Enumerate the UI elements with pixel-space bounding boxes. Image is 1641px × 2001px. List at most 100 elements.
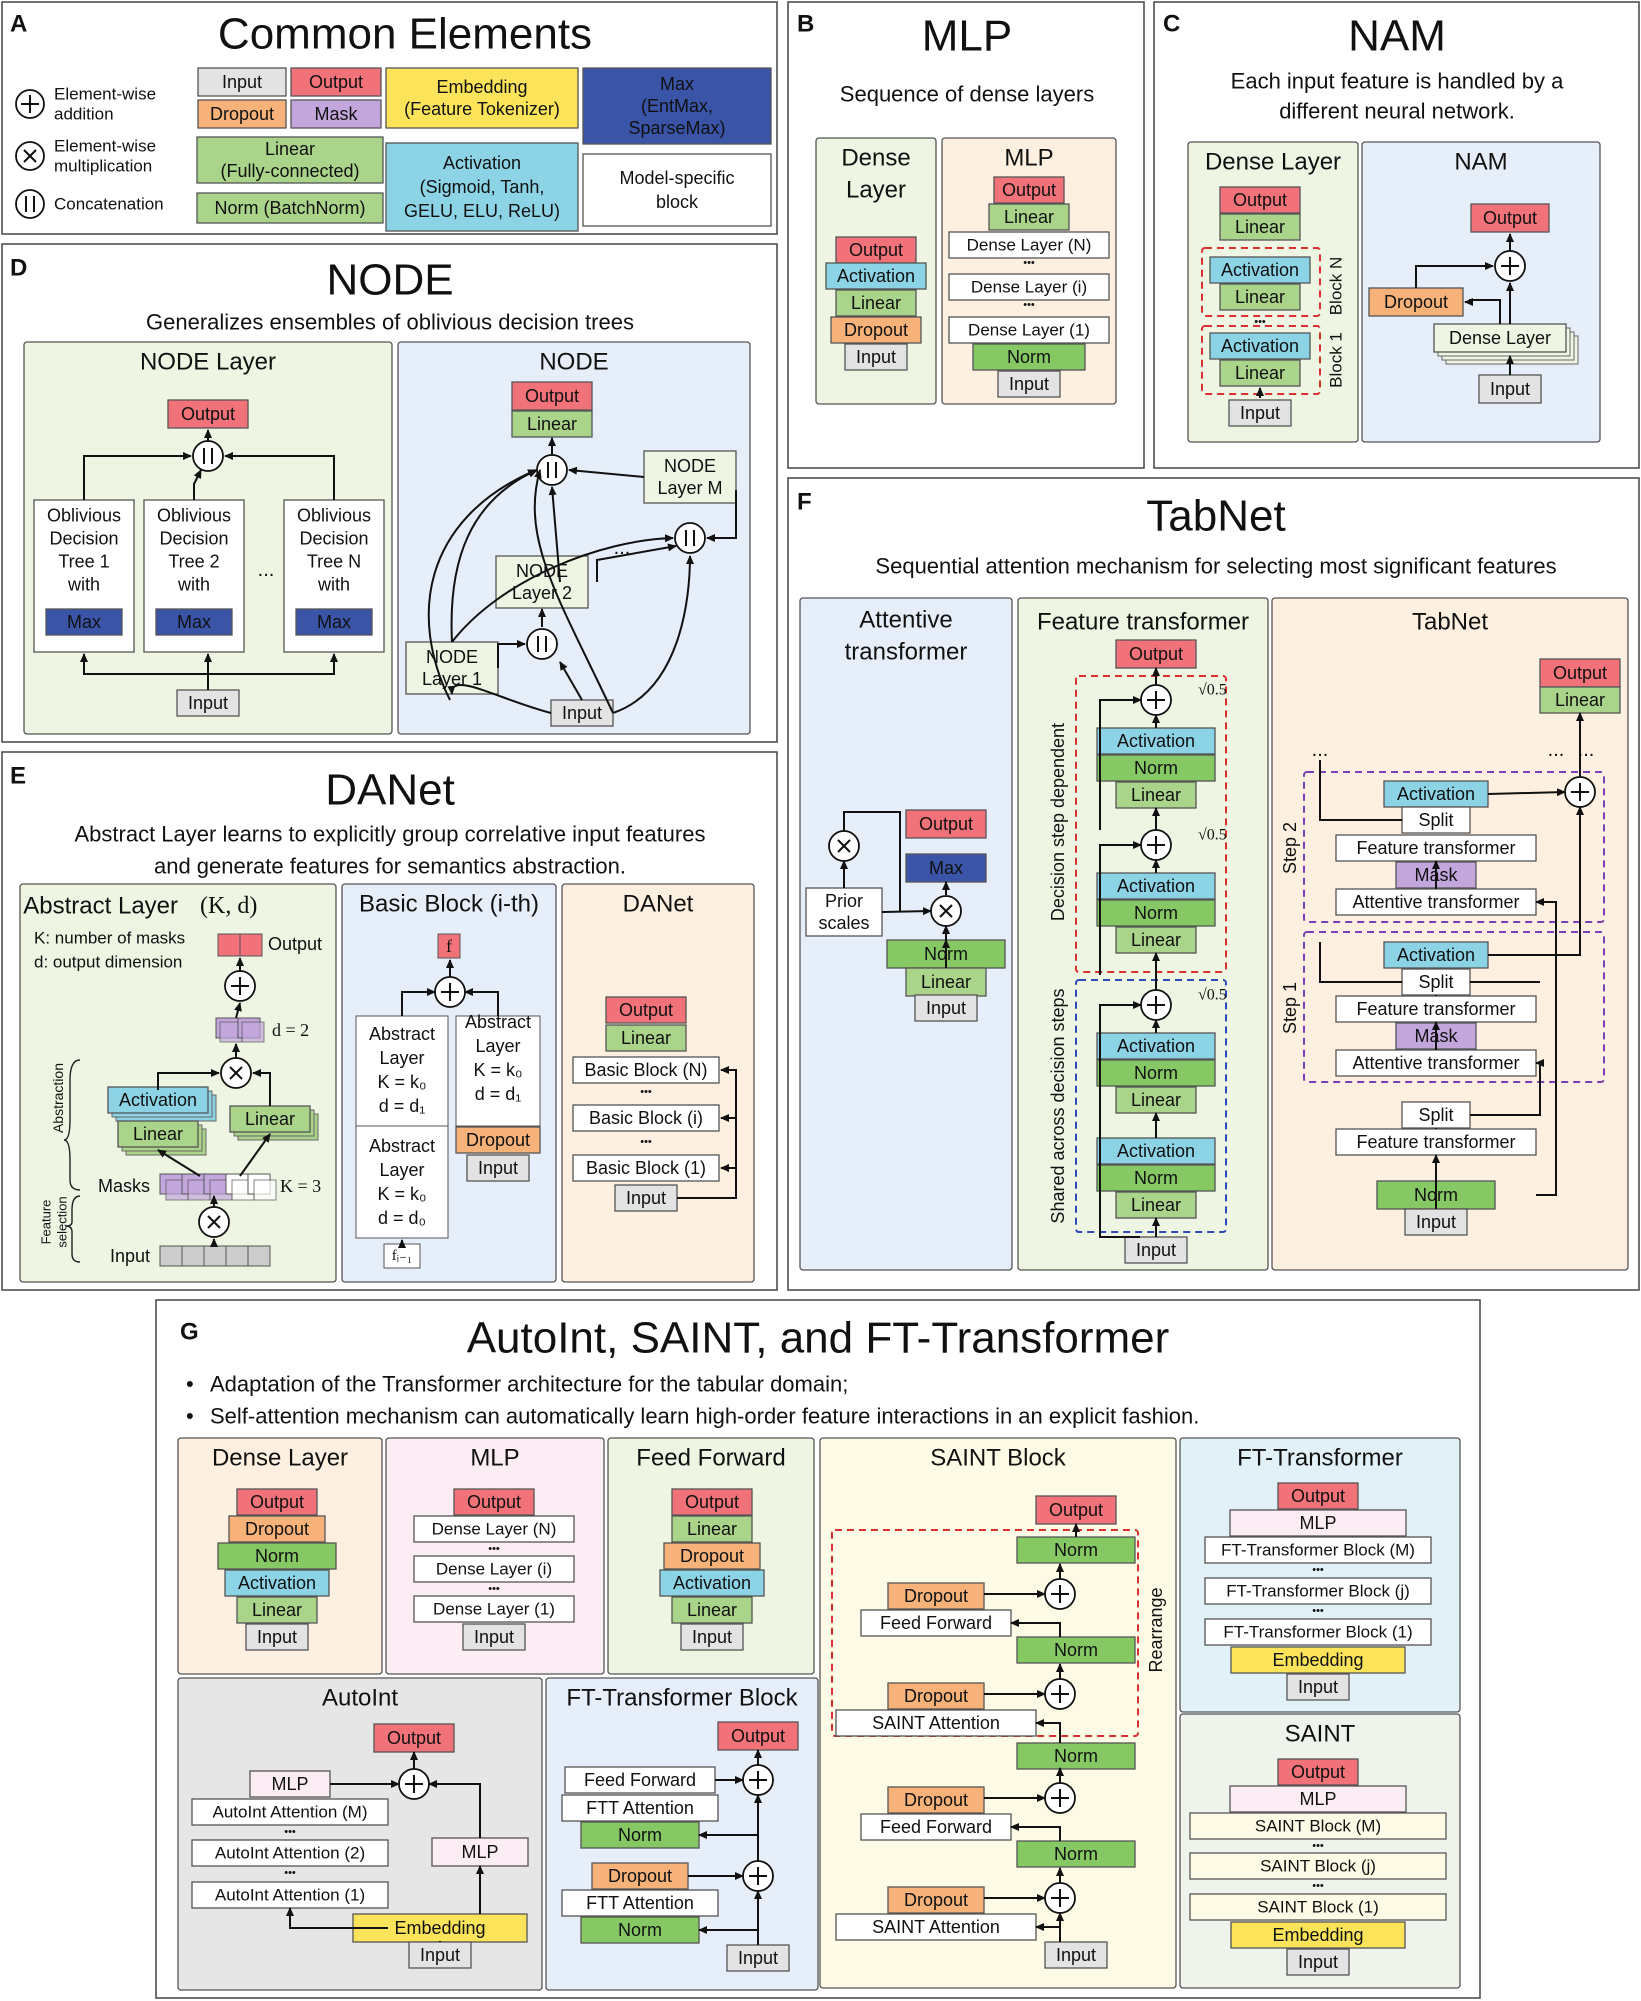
label-attentive-transformer: Attentive transformer (1352, 1053, 1519, 1073)
label-mlp: MLP (1299, 1513, 1336, 1533)
ellipsis: ••• (1312, 1880, 1324, 1892)
label-activation: Activation (1221, 336, 1299, 356)
activation-block (659, 1569, 765, 1597)
split-block (1401, 806, 1471, 834)
label-activation: Activation (1117, 876, 1195, 896)
label-danet: DANet (623, 891, 694, 918)
label-linear: Linear (252, 1600, 302, 1620)
label-decision: Decision (49, 529, 118, 549)
input-block (844, 343, 908, 371)
feed-forward-block (860, 1609, 1012, 1637)
label-dense-layer: Dense Layer (212, 1445, 348, 1472)
linear-fully-connected-block (196, 136, 384, 184)
basic-block-n-block (572, 1056, 720, 1084)
arrow (252, 1069, 271, 1106)
label-split: Split (1418, 810, 1453, 830)
linear-block (835, 289, 917, 317)
split-block (1401, 1101, 1471, 1129)
label-k-k: K = k₀ (378, 1072, 427, 1092)
label-output: Output (1291, 1762, 1345, 1782)
input-block (1044, 1941, 1108, 1969)
label-mlp: MLP (470, 1445, 519, 1472)
feature-transformer-block (1335, 995, 1537, 1023)
model-specific-block-block (582, 153, 772, 227)
output-block (671, 1488, 753, 1516)
label-dropout: Dropout (608, 1866, 672, 1886)
linear-block (1115, 926, 1197, 954)
label-block-1: Block 1 (1327, 332, 1346, 388)
label-fully-connected: (Fully-connected) (220, 161, 359, 181)
label-linear: Linear (133, 1124, 183, 1144)
arrow (451, 534, 674, 643)
label-activation: Activation (1117, 1036, 1195, 1056)
label-rearrange: Rearrange (1146, 1587, 1166, 1672)
dropout-block (887, 1886, 985, 1914)
arrow (1035, 1923, 1061, 1942)
activation-sigmoid-tanh-gelu-elu-relu-block (385, 142, 579, 232)
label-linear: Linear (245, 1109, 295, 1129)
label-norm: Norm (618, 1825, 662, 1845)
label-dense-layer-1: Dense Layer (1) (968, 321, 1090, 340)
output-block (1470, 203, 1550, 233)
panel-letter-g: G (180, 1319, 199, 1346)
arrow (568, 466, 645, 478)
dropout-block (887, 1786, 985, 1814)
autoint-attention-m-block (191, 1798, 389, 1826)
arrow (548, 486, 561, 583)
linear-block (988, 203, 1070, 231)
label-dense-layer: Dense Layer (1449, 328, 1551, 348)
arrow (427, 469, 537, 701)
label-input: Input (1009, 374, 1049, 394)
norm-block (1016, 1840, 1136, 1868)
op-concat-icon (192, 440, 224, 472)
label-d-d: d = d₀ (378, 1208, 426, 1228)
ellipsis: ... (1548, 739, 1565, 761)
op-concat-icon (526, 628, 558, 660)
op-concat-icon (536, 454, 568, 486)
max-block (905, 853, 987, 883)
label-k-k: K = k₀ (378, 1184, 427, 1204)
label-linear: Linear (1235, 363, 1285, 383)
label-feed-forward: Feed Forward (880, 1613, 992, 1633)
ft-transformer-block-1-block (1204, 1618, 1432, 1646)
label-layer-2: Layer 2 (512, 583, 572, 603)
output-block (290, 67, 382, 97)
input-block (680, 1623, 744, 1651)
label-f: fᵢ₋₁ (392, 1248, 413, 1264)
dashed-group (831, 1529, 1139, 1737)
input-block (466, 1154, 530, 1182)
label-item: • (186, 1404, 194, 1429)
label-linear: Linear (687, 1600, 737, 1620)
arrow (1099, 841, 1142, 975)
dashed-group (1303, 931, 1605, 1083)
label-activation: Activation (443, 153, 521, 173)
label-linear: Linear (265, 139, 315, 159)
label-input: Input (926, 998, 966, 1018)
dropout-block (228, 1515, 326, 1543)
linear-block (905, 967, 987, 997)
input-block (1286, 1673, 1350, 1701)
output-block (717, 1721, 799, 1751)
label-node: NODE (539, 349, 608, 376)
label-decision-step-dependent: Decision step dependent (1048, 723, 1068, 921)
label-ftt-attention: FTT Attention (586, 1798, 694, 1818)
label-scales: scales (818, 913, 869, 933)
label-dropout: Dropout (210, 104, 274, 124)
arrow (286, 1907, 388, 1929)
abstract-layer-params: (K, d) (200, 893, 257, 919)
activation-block (1383, 941, 1489, 969)
dense-layer-1-block (948, 316, 1110, 344)
label-abstract: Abstract (369, 1024, 435, 1044)
label-dropout: Dropout (1384, 292, 1448, 312)
label-dropout: Dropout (466, 1130, 530, 1150)
mlp-block (1229, 1509, 1407, 1537)
label-dense-layer-i: Dense Layer (i) (436, 1560, 552, 1579)
max-block (295, 608, 373, 636)
norm-block (1096, 899, 1216, 927)
label-output: Output (1291, 1486, 1345, 1506)
norm-batchnorm-block (196, 192, 384, 224)
activation-block (1209, 332, 1311, 360)
panel-b-title: MLP (922, 12, 1012, 61)
input-block (1228, 399, 1292, 427)
